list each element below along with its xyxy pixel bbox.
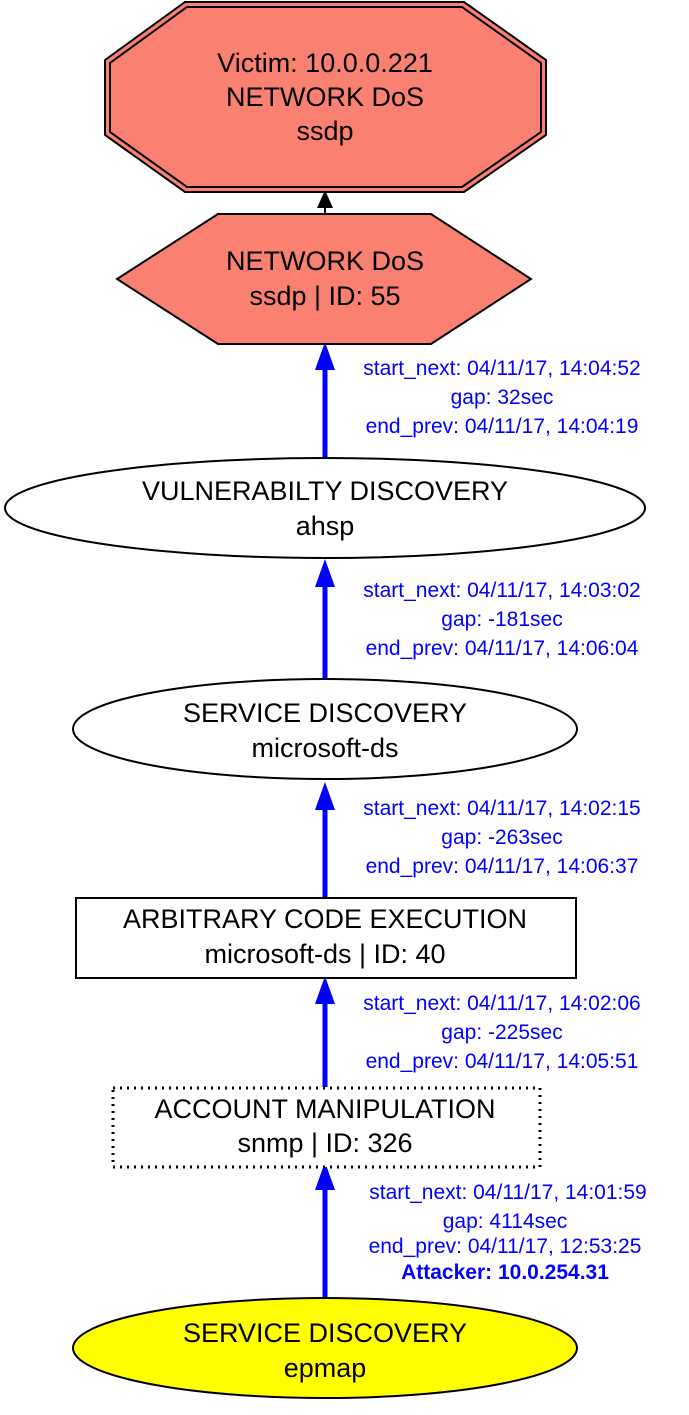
node-victim[interactable]: Victim: 10.0.0.221 NETWORK DoS ssdp	[104, 1, 547, 193]
edge-label-start: start_next: 04/11/17, 14:02:06	[363, 992, 640, 1015]
node-label: NETWORK DoS	[226, 82, 424, 112]
node-label: VULNERABILTY DISCOVERY	[142, 476, 508, 506]
attacker-label: Attacker: 10.0.254.31	[401, 1261, 609, 1284]
node-label: snmp | ID: 326	[237, 1128, 412, 1158]
node-label: SERVICE DISCOVERY	[183, 698, 467, 728]
node-service-discovery-epmap[interactable]: SERVICE DISCOVERY epmap	[72, 1297, 578, 1399]
arrowhead-icon	[317, 190, 333, 208]
node-label: ssdp | ID: 55	[249, 281, 400, 311]
edge-label-gap: gap: 32sec	[451, 386, 554, 409]
node-label: ACCOUNT MANIPULATION	[154, 1094, 495, 1124]
edge-label-start: start_next: 04/11/17, 14:03:02	[363, 579, 640, 602]
node-label: microsoft-ds	[251, 733, 398, 763]
arrowhead-icon	[315, 1162, 335, 1190]
node-label: epmap	[284, 1353, 367, 1383]
node-label: ssdp	[296, 116, 353, 146]
edge-label-gap: gap: -181sec	[441, 608, 562, 631]
node-arbitrary-code-execution[interactable]: ARBITRARY CODE EXECUTION microsoft-ds | …	[75, 897, 577, 979]
edge-label-start: start_next: 04/11/17, 14:02:15	[363, 797, 640, 820]
node-label: NETWORK DoS	[226, 246, 424, 276]
edge-account-manip-to-arbitrary-code: start_next: 04/11/17, 14:02:06 gap: -225…	[315, 976, 641, 1087]
edge-label-end: end_prev: 04/11/17, 14:06:04	[366, 637, 639, 660]
edge-label-end: end_prev: 04/11/17, 14:04:19	[366, 415, 639, 438]
edge-label-start: start_next: 04/11/17, 14:01:59	[369, 1181, 646, 1204]
edge-label-gap: gap: 4114sec	[443, 1210, 568, 1233]
edge-arbitrary-code-to-service-discovery: start_next: 04/11/17, 14:02:15 gap: -263…	[315, 782, 641, 897]
edge-label-gap: gap: -263sec	[441, 826, 562, 849]
node-label: SERVICE DISCOVERY	[183, 1318, 467, 1348]
arrowhead-icon	[315, 976, 335, 1004]
node-label: ARBITRARY CODE EXECUTION	[123, 904, 527, 934]
edge-label-end: end_prev: 04/11/17, 12:53:25	[369, 1235, 642, 1258]
edge-vuln-to-network-dos: start_next: 04/11/17, 14:04:52 gap: 32se…	[315, 342, 641, 458]
edge-label-gap: gap: -225sec	[441, 1021, 562, 1044]
node-label: Victim: 10.0.0.221	[217, 48, 433, 78]
node-label: ahsp	[296, 511, 355, 541]
edge-label-end: end_prev: 04/11/17, 14:05:51	[366, 1050, 639, 1073]
node-vulnerability-discovery[interactable]: VULNERABILTY DISCOVERY ahsp	[4, 457, 646, 559]
node-account-manipulation[interactable]: ACCOUNT MANIPULATION snmp | ID: 326	[111, 1086, 542, 1169]
edge-label-end: end_prev: 04/11/17, 14:06:37	[366, 855, 639, 878]
arrowhead-icon	[315, 342, 335, 370]
edge-label-start: start_next: 04/11/17, 14:04:52	[363, 357, 640, 380]
edge-attacker-to-account-manip: start_next: 04/11/17, 14:01:59 gap: 4114…	[315, 1162, 647, 1297]
arrowhead-icon	[315, 559, 335, 587]
node-network-dos[interactable]: NETWORK DoS ssdp | ID: 55	[115, 213, 533, 345]
node-label: microsoft-ds | ID: 40	[204, 939, 445, 969]
arrowhead-icon	[315, 782, 335, 810]
edge-service-discovery-to-vuln: start_next: 04/11/17, 14:03:02 gap: -181…	[315, 559, 641, 678]
edge-network-dos-to-victim	[317, 190, 333, 213]
node-service-discovery-microsoft-ds[interactable]: SERVICE DISCOVERY microsoft-ds	[72, 678, 578, 780]
